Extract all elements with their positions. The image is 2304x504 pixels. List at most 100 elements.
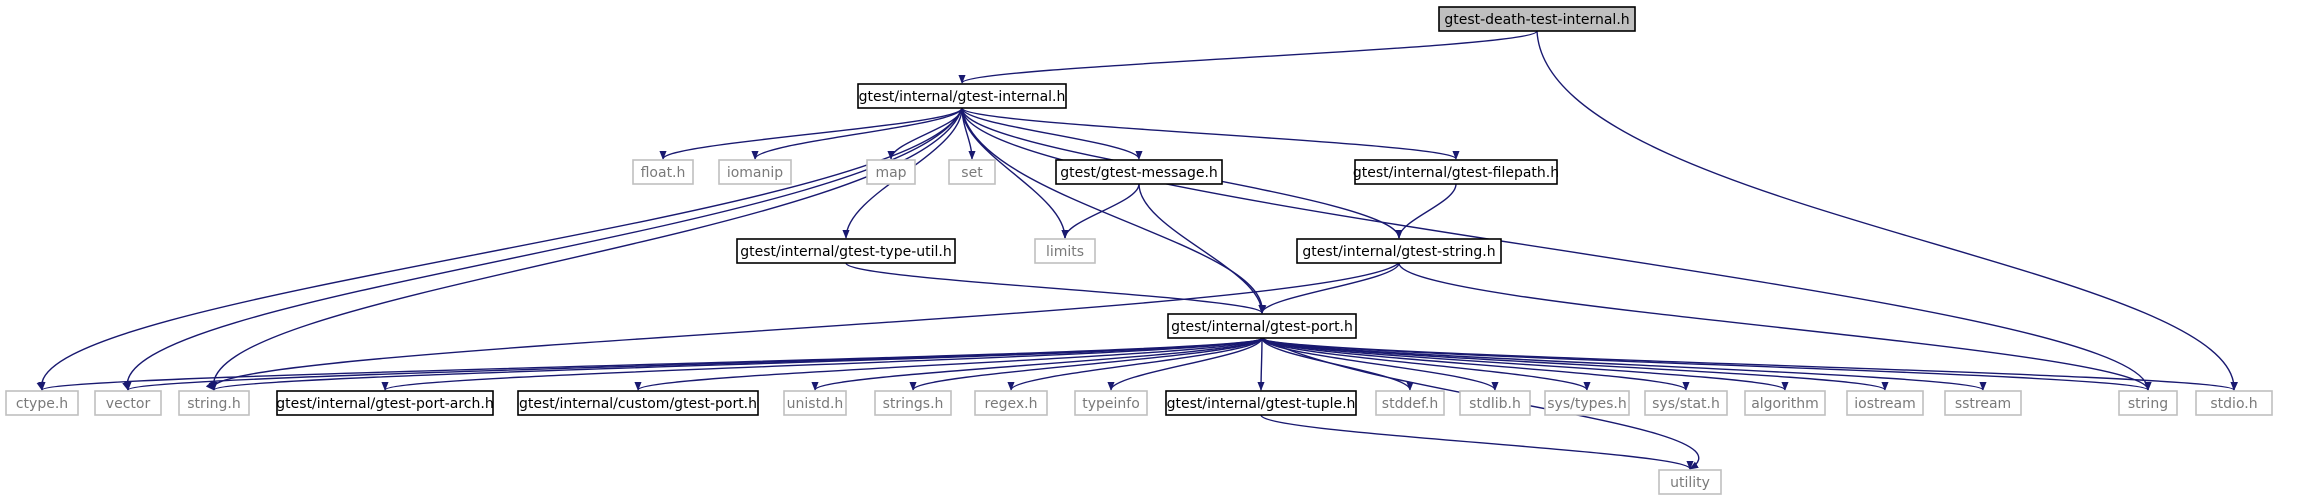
- node-box: [1375, 390, 1445, 416]
- edge-port-to-regex: [1007, 337, 1263, 391]
- node-iomanip[interactable]: iomanip: [718, 159, 792, 185]
- edge-port-to-tuple: [1257, 337, 1265, 391]
- edge: [1395, 183, 1457, 239]
- edge-port-to-stdlib: [1261, 337, 1499, 391]
- edge: [1261, 337, 1889, 391]
- node-sstream[interactable]: sstream: [1944, 390, 2022, 416]
- node-label: stdio.h: [2210, 396, 2257, 412]
- edge-internal-to-limits: [961, 107, 1069, 239]
- edge: [1536, 30, 2238, 391]
- node-vector[interactable]: vector: [94, 390, 162, 416]
- node-label: sys/types.h: [1547, 396, 1626, 412]
- node-box: [1658, 469, 1722, 495]
- node-box: [1296, 238, 1502, 264]
- edge: [122, 107, 963, 391]
- edge-port-to-algorithm: [1261, 337, 1789, 391]
- node-label: ctype.h: [16, 396, 68, 412]
- node-strings[interactable]: strings.h: [874, 390, 952, 416]
- node-label: gtest/internal/custom/gtest-port.h: [519, 396, 757, 412]
- node-box: [1074, 390, 1148, 416]
- edge: [1257, 337, 1265, 391]
- node-iostream[interactable]: iostream: [1846, 390, 1924, 416]
- node-label: sys/stat.h: [1652, 396, 1720, 412]
- edge: [1138, 183, 1266, 314]
- edge: [961, 107, 1460, 160]
- node-algorithm[interactable]: algorithm: [1744, 390, 1826, 416]
- edge: [381, 337, 1263, 391]
- edge: [659, 107, 963, 160]
- edge: [1258, 262, 1400, 314]
- node-set[interactable]: set: [948, 159, 996, 185]
- node-stdio[interactable]: stdio.h: [2195, 390, 2273, 416]
- node-label: set: [961, 165, 983, 181]
- node-label: iostream: [1854, 396, 1916, 412]
- edge: [1061, 183, 1140, 239]
- edge: [36, 107, 963, 391]
- node-box: [1744, 390, 1826, 416]
- node-label: vector: [106, 396, 151, 412]
- node-customport[interactable]: gtest/internal/custom/gtest-port.h: [517, 390, 759, 416]
- edge: [1007, 337, 1263, 391]
- node-label: sstream: [1955, 396, 2011, 412]
- edge-internal-to-message: [961, 107, 1143, 160]
- node-stdlib[interactable]: stdlib.h: [1459, 390, 1531, 416]
- node-label: gtest/internal/gtest-tuple.h: [1167, 396, 1356, 412]
- node-typeinfo[interactable]: typeinfo: [1074, 390, 1148, 416]
- node-sysstat[interactable]: sys/stat.h: [1644, 390, 1728, 416]
- edge: [751, 107, 963, 160]
- edge-internal-to-port: [961, 107, 1267, 314]
- node-unistd[interactable]: unistd.h: [783, 390, 847, 416]
- edge: [811, 337, 1263, 391]
- edge: [1261, 337, 1499, 391]
- edge-internal-to-ctype: [36, 107, 963, 391]
- node-systypes[interactable]: sys/types.h: [1544, 390, 1630, 416]
- edge: [961, 107, 1267, 314]
- edge-port-to-stringh: [210, 337, 1263, 391]
- node-stddef[interactable]: stddef.h: [1375, 390, 1445, 416]
- node-label: gtest/gtest-message.h: [1060, 165, 1218, 181]
- node-port[interactable]: gtest/internal/gtest-port.h: [1167, 313, 1357, 339]
- edge-port-to-portarch: [381, 337, 1263, 391]
- node-box: [1354, 159, 1558, 185]
- edge-typeutil-to-port: [845, 262, 1266, 314]
- node-filepath[interactable]: gtest/internal/gtest-filepath.h: [1353, 159, 1559, 185]
- edges-layer: [36, 30, 2238, 470]
- node-string[interactable]: string: [2118, 390, 2178, 416]
- node-map[interactable]: map: [866, 159, 916, 185]
- edge: [1107, 337, 1263, 391]
- node-box: [1165, 390, 1357, 416]
- node-gstring[interactable]: gtest/internal/gtest-string.h: [1296, 238, 1502, 264]
- node-death[interactable]: gtest-death-test-internal.h: [1438, 6, 1636, 32]
- node-box: [178, 390, 250, 416]
- node-box: [2195, 390, 2273, 416]
- node-message[interactable]: gtest/gtest-message.h: [1055, 159, 1223, 185]
- node-label: strings.h: [883, 396, 944, 412]
- node-ctype[interactable]: ctype.h: [5, 390, 79, 416]
- node-label: map: [875, 165, 906, 181]
- edge: [205, 262, 1400, 391]
- nodes-layer: gtest-death-test-internal.h gtest/interna…: [5, 6, 2273, 495]
- node-limits[interactable]: limits: [1034, 238, 1096, 264]
- edge-death-to-stdio: [1536, 30, 2238, 391]
- edge: [961, 107, 1143, 160]
- node-typeutil[interactable]: gtest/internal/gtest-type-util.h: [736, 238, 956, 264]
- node-internal[interactable]: gtest/internal/gtest-internal.h: [857, 83, 1067, 109]
- node-regex[interactable]: regex.h: [974, 390, 1048, 416]
- edge-filepath-to-gstring: [1395, 183, 1457, 239]
- node-label: gtest/internal/gtest-type-util.h: [740, 244, 952, 260]
- node-stringh[interactable]: string.h: [178, 390, 250, 416]
- node-label: limits: [1046, 244, 1084, 260]
- node-box: [718, 159, 792, 185]
- node-tuple[interactable]: gtest/internal/gtest-tuple.h: [1165, 390, 1357, 416]
- node-portarch[interactable]: gtest/internal/gtest-port-arch.h: [276, 390, 494, 416]
- edge-internal-to-string: [961, 107, 2152, 391]
- edge-gstring-to-port: [1258, 262, 1400, 314]
- node-floath[interactable]: float.h: [632, 159, 694, 185]
- edge-tuple-to-utility: [1260, 414, 1694, 470]
- edge-port-to-utility: [1261, 337, 1700, 470]
- edge-internal-to-filepath: [961, 107, 1460, 160]
- node-utility[interactable]: utility: [1658, 469, 1722, 495]
- edge-port-to-sysstat: [1261, 337, 1690, 391]
- edge: [1261, 337, 1700, 470]
- edge: [210, 337, 1263, 391]
